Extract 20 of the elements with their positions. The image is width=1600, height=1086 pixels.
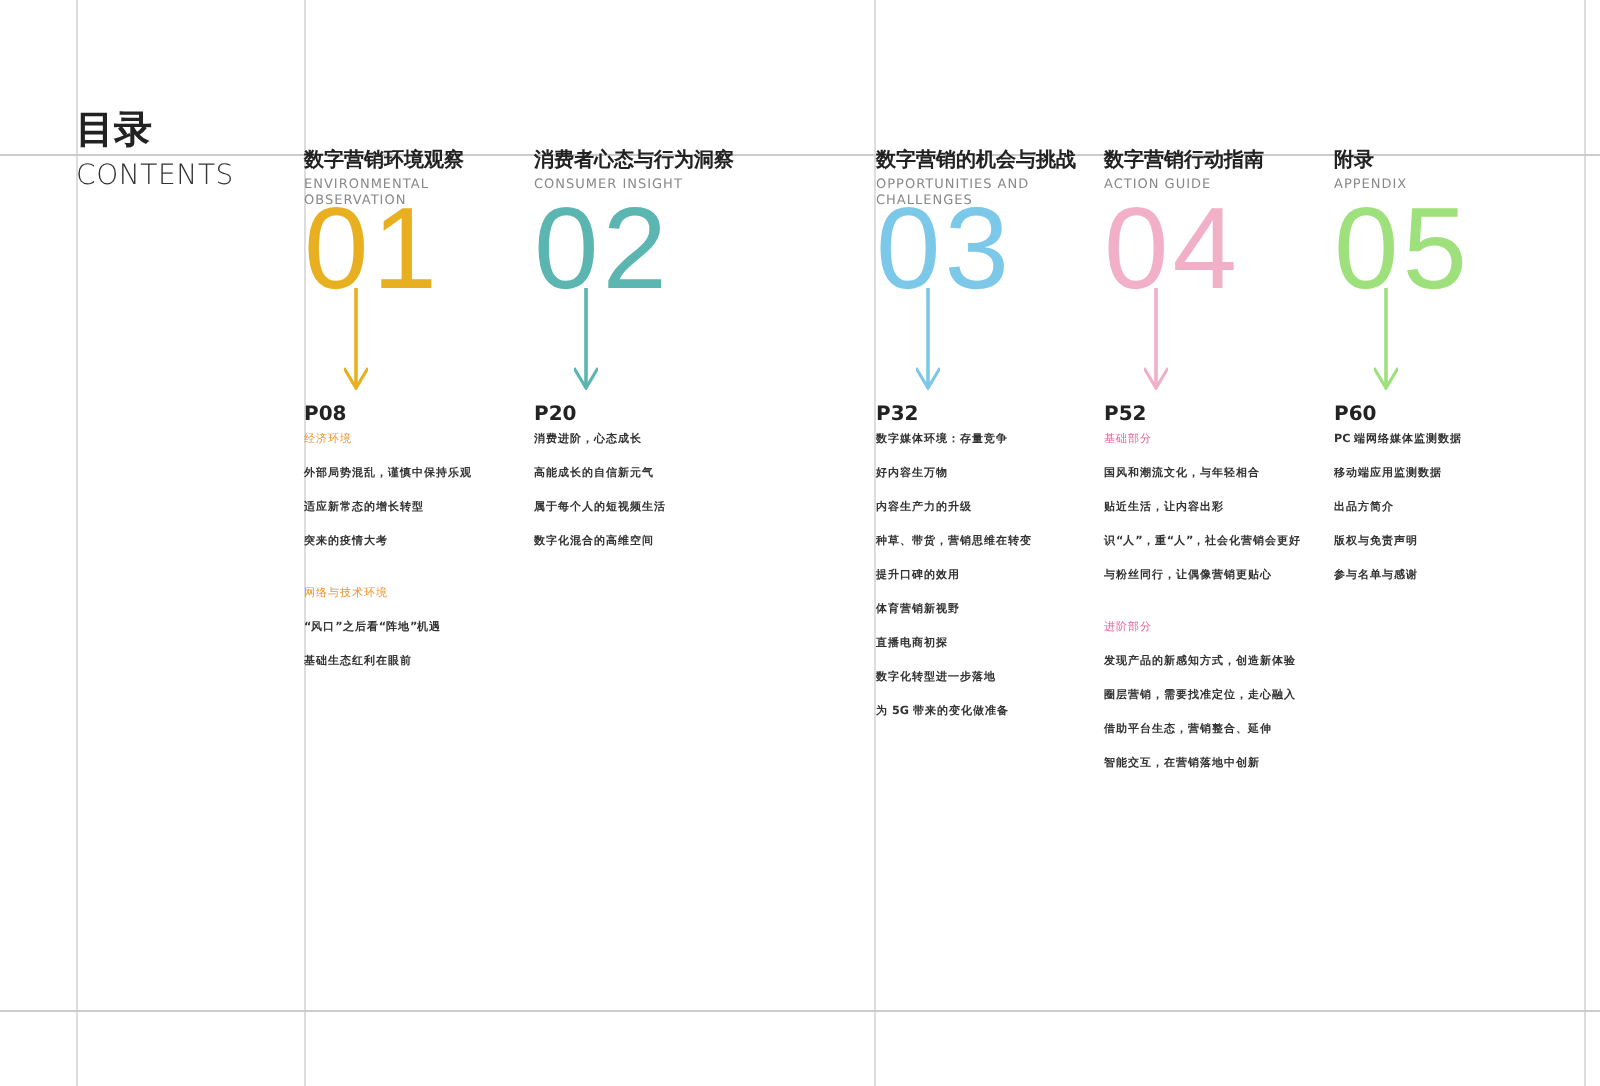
arrow: [1372, 288, 1400, 390]
page-number: P20: [534, 404, 579, 428]
arrow: [572, 288, 600, 390]
section-number: 02: [534, 200, 672, 300]
section-title: 数字营销行动指南: [1104, 148, 1266, 174]
page-title: 目录: [76, 108, 152, 152]
section-number: 04: [1104, 200, 1242, 300]
arrow: [1142, 288, 1170, 390]
page-number: P08: [304, 404, 349, 428]
arrow: [342, 288, 370, 390]
section-title: 数字营销的机会与挑战: [876, 148, 1078, 174]
page-number: P32: [876, 404, 921, 428]
section-title: 消费者心态与行为洞察: [534, 148, 736, 174]
page-number: P52: [1104, 404, 1149, 428]
page-number: P60: [1334, 404, 1379, 428]
section-title: 附录: [1334, 148, 1376, 174]
section-number: 05: [1334, 200, 1472, 300]
section-title: 数字营销环境观察: [304, 148, 466, 174]
arrow: [914, 288, 942, 390]
page-subtitle: CONTENTS: [76, 160, 234, 192]
